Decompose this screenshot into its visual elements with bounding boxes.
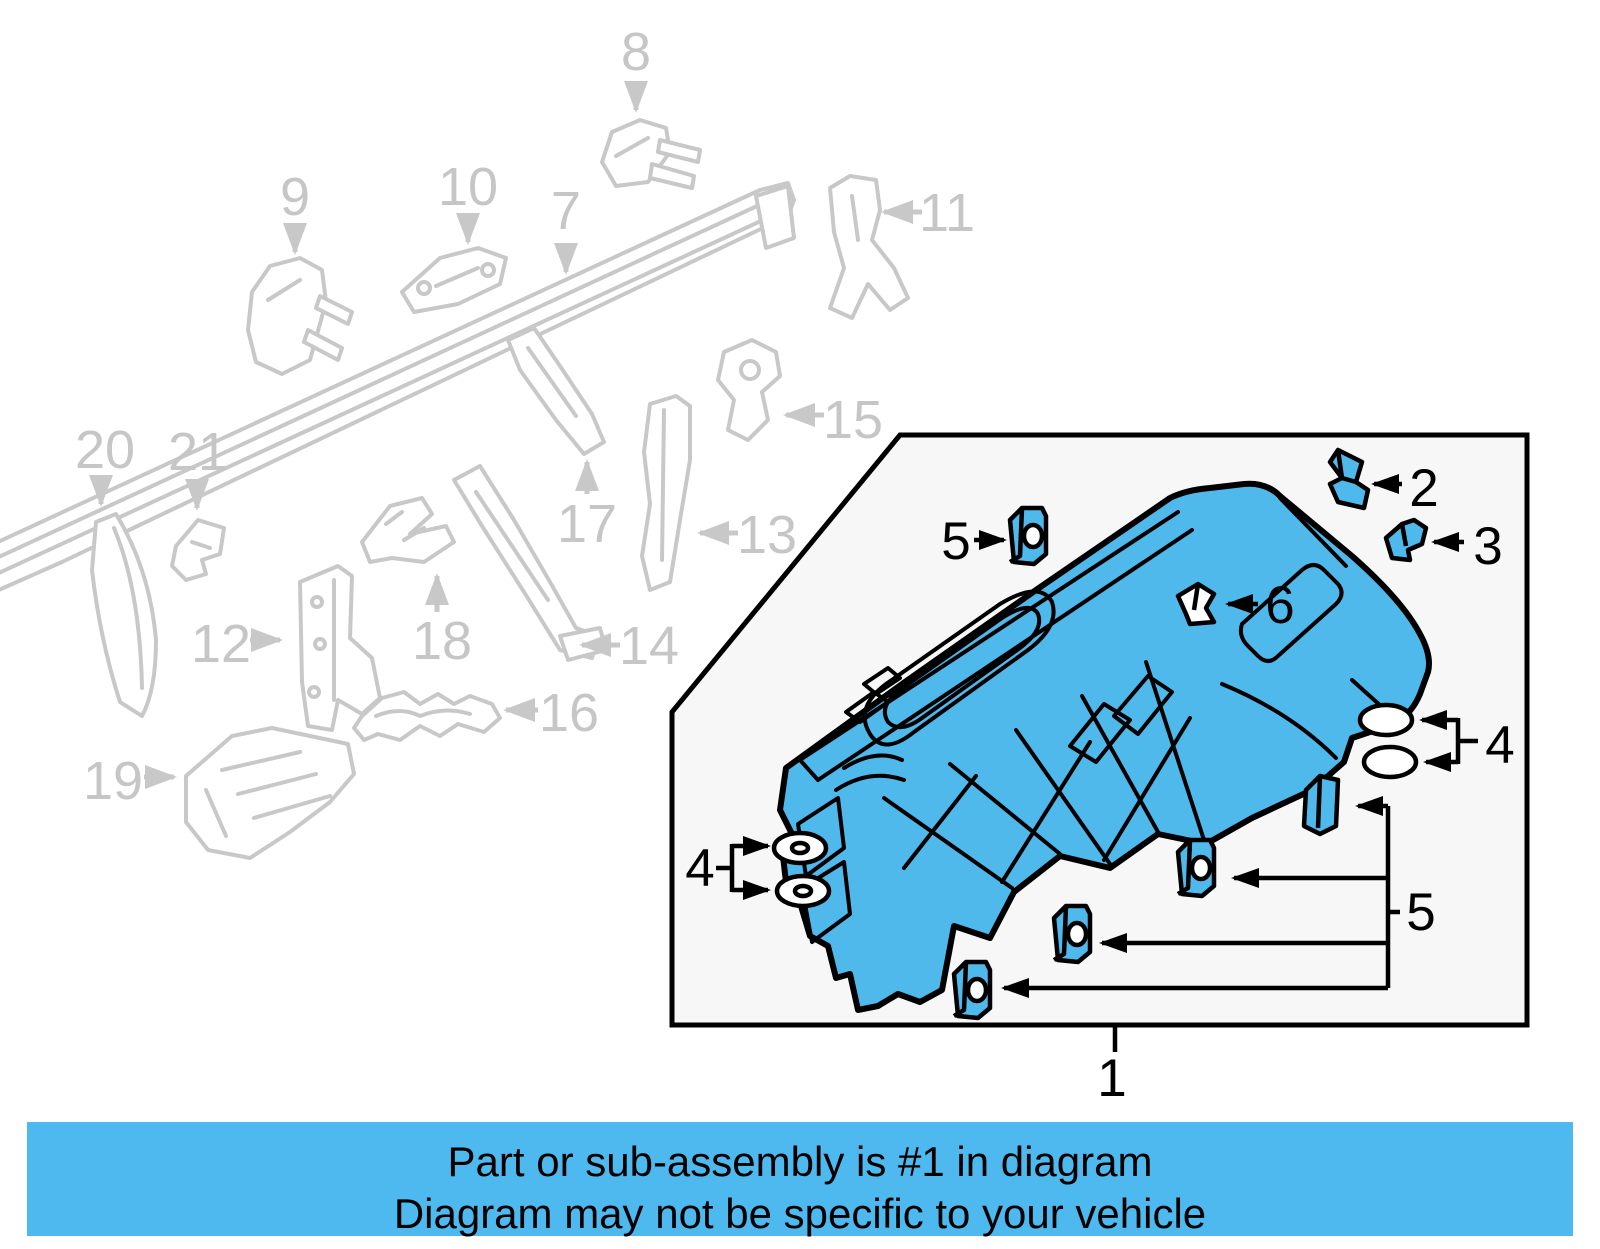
label-part-14: 14 (619, 616, 679, 676)
label-part-19: 19 (83, 751, 143, 811)
leader-4-right (1419, 710, 1478, 772)
background-callout-arrows (89, 81, 922, 789)
notice-banner-line2: Diagram may not be specific to your vehi… (394, 1190, 1206, 1237)
label-part-5-top: 5 (941, 512, 970, 571)
leader-5-right (1001, 796, 1400, 998)
instrument-panel-part (777, 480, 1432, 1013)
clip-2 (1327, 447, 1371, 511)
part-18-bracket (360, 496, 456, 564)
label-part-16: 16 (539, 683, 599, 743)
grommet-4-right-bottom (1361, 744, 1419, 780)
grommet-4-left-top (771, 830, 829, 866)
label-part-7: 7 (551, 181, 581, 241)
part-13-pillar (640, 394, 692, 592)
clip-3 (1383, 517, 1429, 563)
clip-5-top (1007, 505, 1049, 567)
part-9-bracket (246, 256, 354, 376)
clip-5-c (951, 959, 993, 1021)
clip-5-plain (1301, 773, 1341, 837)
clip-5-a (1175, 837, 1217, 899)
highlight-callout-lines (716, 474, 1478, 1052)
label-part-4-right: 4 (1485, 716, 1514, 775)
label-part-13: 13 (737, 505, 797, 565)
label-part-2: 2 (1409, 459, 1438, 518)
part-11-bracket (828, 174, 910, 320)
part-20-panel (90, 512, 158, 718)
label-part-4-left: 4 (685, 839, 714, 898)
notice-banner-line1: Part or sub-assembly is #1 in diagram (448, 1138, 1153, 1185)
label-part-12: 12 (191, 614, 251, 674)
clip-6 (1175, 581, 1217, 627)
label-part-3: 3 (1473, 517, 1502, 576)
instrument-panel-details (796, 496, 1394, 944)
label-part-18: 18 (412, 611, 472, 671)
grommet-4-left-bottom (774, 873, 832, 909)
part-12-bracket (298, 564, 382, 732)
label-part-1: 1 (1097, 1049, 1126, 1108)
part-17-pillar (506, 326, 606, 456)
label-part-20: 20 (75, 420, 135, 480)
label-part-9: 9 (280, 167, 310, 227)
notice-banner: Part or sub-assembly is #1 in diagram Di… (27, 1122, 1573, 1237)
label-part-17: 17 (557, 494, 617, 554)
part-15-bracket (716, 338, 782, 442)
part-19-tray (184, 726, 356, 860)
part-8-bracket (600, 118, 702, 190)
label-part-21: 21 (168, 422, 228, 482)
grommet-4-right-top (1357, 702, 1415, 738)
label-part-11: 11 (919, 183, 975, 243)
background-part-labels: 7 8 9 10 11 12 13 14 15 16 17 18 19 20 2… (75, 22, 975, 811)
label-part-10: 10 (438, 157, 498, 217)
label-part-8: 8 (621, 22, 651, 82)
notice-banner-background (27, 1122, 1573, 1236)
highlight-part-labels: 1 2 3 4 4 5 5 6 (685, 459, 1514, 1108)
part-21-bracket (170, 518, 226, 582)
label-part-5-right: 5 (1406, 883, 1435, 942)
clip-5-b (1051, 903, 1093, 965)
label-part-6: 6 (1265, 576, 1294, 635)
instrument-panel-outline (777, 480, 1432, 1013)
leader-4-left (716, 836, 771, 900)
part-16-strip (352, 690, 502, 742)
part-10-bracket (400, 246, 508, 314)
label-part-15: 15 (823, 390, 883, 450)
hardware-clips (771, 447, 1429, 1021)
